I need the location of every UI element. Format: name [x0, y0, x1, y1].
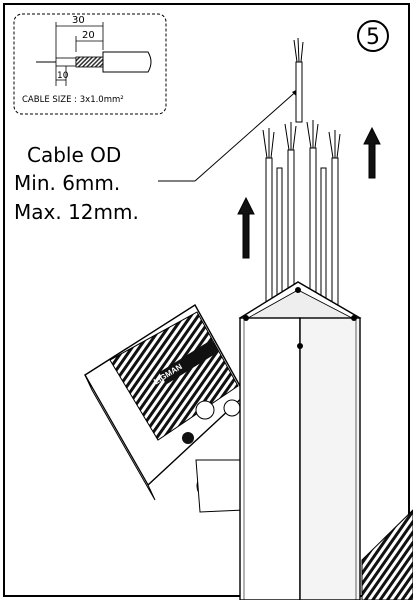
- step-number-badge: 5: [357, 20, 389, 52]
- device-housing: [84, 304, 246, 513]
- cable-od-title: Cable OD: [27, 143, 122, 167]
- outer-frame: [3, 3, 410, 597]
- pole: [238, 281, 362, 600]
- cable-detail-box: [13, 13, 167, 115]
- dim-10: 10: [57, 71, 69, 81]
- up-arrow-right: [363, 126, 381, 179]
- dim-20: 20: [82, 30, 95, 41]
- single-cable: [293, 37, 304, 123]
- partial-device: [361, 509, 413, 600]
- cable-od-min: Min. 6mm.: [14, 171, 121, 195]
- dim-30: 30: [72, 15, 85, 26]
- cable-size-label: CABLE SIZE : 3x1.0mm²: [22, 95, 124, 105]
- up-arrow-left: [237, 196, 255, 259]
- cable-od-max: Max. 12mm.: [14, 200, 139, 224]
